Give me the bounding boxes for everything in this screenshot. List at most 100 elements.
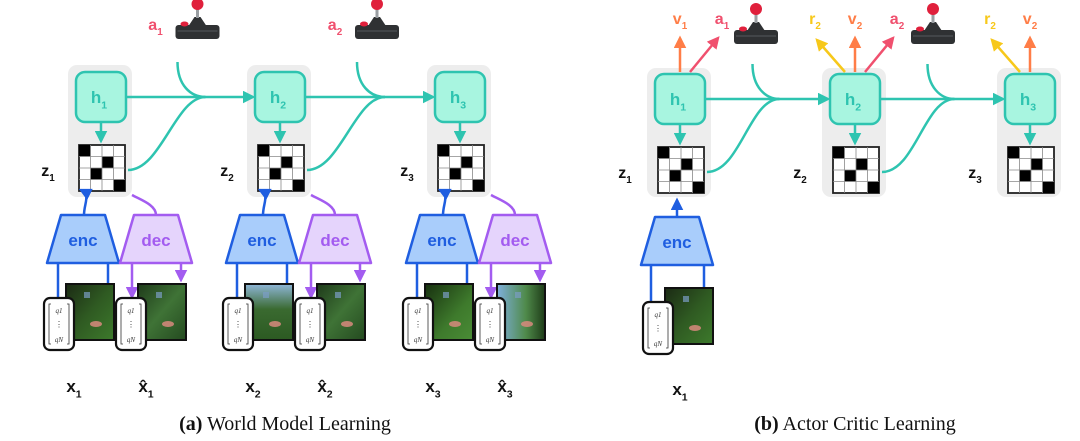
vector-dots: ⋮ xyxy=(234,320,242,329)
z-label-3-main: z xyxy=(400,163,408,180)
image-detail xyxy=(156,292,162,298)
value-label-main: v xyxy=(1023,11,1032,28)
x-label-2: x2 xyxy=(245,377,260,400)
h-state-2-label-sub: 2 xyxy=(280,99,286,111)
action-label-main: a xyxy=(715,11,724,28)
h-state-3-label-main: h xyxy=(450,88,460,107)
caption-a: (a) World Model Learning xyxy=(179,413,391,435)
joystick-button xyxy=(360,21,368,27)
grid-cell-filled xyxy=(833,147,845,159)
z-to-dec-line xyxy=(490,193,517,216)
grid-cell-filled xyxy=(461,156,473,168)
h-state-b-1-label: h1 xyxy=(670,90,686,113)
bracket-left xyxy=(479,303,482,345)
caption-b: (b) Actor Critic Learning xyxy=(754,413,956,435)
enc-to-z-arrow xyxy=(78,188,93,216)
reward-label: r2 xyxy=(809,11,821,32)
value-label-sub: 2 xyxy=(1032,21,1038,32)
z-label-3-sub: 3 xyxy=(408,173,414,184)
h-state-b-2-label: h2 xyxy=(845,90,861,113)
grid-cell-filled xyxy=(867,181,879,193)
vector-bottom: qN xyxy=(486,336,495,344)
reward-label-main: r xyxy=(984,11,990,28)
grid-cell-filled xyxy=(258,145,270,157)
value-label: v2 xyxy=(848,11,863,32)
h-state-2-label-main: h xyxy=(270,88,280,107)
image-detail xyxy=(449,321,461,327)
action-merge-curve xyxy=(355,61,386,99)
z-label-1-main: z xyxy=(41,163,49,180)
h-state-b-1-box xyxy=(653,72,707,126)
action-merge-curve xyxy=(926,63,955,101)
h-state-3-label-sub: 3 xyxy=(460,99,466,111)
x-label-1-main: x xyxy=(66,377,76,396)
h-state-b-3-box xyxy=(1003,72,1057,126)
enc-to-z-arrow xyxy=(437,188,452,216)
vector-card xyxy=(401,296,435,352)
joystick-base xyxy=(734,30,778,44)
x-label-1-sub: 1 xyxy=(76,388,82,400)
stochastic-merge-curve xyxy=(706,97,780,174)
z-to-dec-line xyxy=(131,193,158,216)
value-label-main: v xyxy=(848,11,857,28)
h-state-b-2-label-main: h xyxy=(845,90,855,109)
image-detail xyxy=(689,325,701,331)
reconstruction-xhat-3: q1⋮qN xyxy=(473,283,546,352)
joystick-base xyxy=(175,25,220,39)
vector-card xyxy=(473,296,507,352)
caption-b-tag: (b) xyxy=(754,413,778,435)
vector-card xyxy=(221,296,255,352)
xhat-label-2-sub: 2 xyxy=(327,388,333,400)
action-merge-curve xyxy=(176,61,206,99)
image-detail xyxy=(269,321,281,327)
bracket-right xyxy=(67,303,70,345)
image-detail xyxy=(521,321,533,327)
z-grid-1 xyxy=(78,144,126,192)
bracket-left xyxy=(120,303,123,345)
value-label: v1 xyxy=(673,11,688,32)
h-state-b-2-label-sub: 2 xyxy=(855,101,861,113)
xhat-label-2: x̂2 xyxy=(317,377,332,400)
z-grid-2 xyxy=(257,144,305,192)
h-state-1-box xyxy=(74,70,128,124)
vector-top: q1 xyxy=(307,307,314,315)
joystick-icon xyxy=(911,3,955,44)
bracket-left xyxy=(227,303,230,345)
action-label-2: a2 xyxy=(328,17,343,38)
decoder-label: dec xyxy=(320,231,349,250)
vector-card xyxy=(293,296,327,352)
z-label-2: z2 xyxy=(220,163,234,184)
z-grid-3 xyxy=(437,144,485,192)
vector-bottom: qN xyxy=(55,336,64,344)
h-state-1-label-main: h xyxy=(91,88,101,107)
joystick-neck xyxy=(747,22,765,31)
image-detail xyxy=(162,321,174,327)
encoder-b-label: enc xyxy=(662,233,691,252)
image-detail xyxy=(90,321,102,327)
action-output-arrow xyxy=(689,36,720,73)
reconstruction-xhat-2: q1⋮qN xyxy=(293,283,366,352)
h-state-3-label: h3 xyxy=(450,88,466,111)
caption-b-text: Actor Critic Learning xyxy=(779,413,956,435)
vector-bottom: qN xyxy=(654,340,663,348)
action-label-2-sub: 2 xyxy=(337,27,343,38)
xhat-label-2-main: x̂ xyxy=(317,377,327,396)
stochastic-merge-curve xyxy=(881,97,955,174)
z-grid-b-3 xyxy=(1007,146,1055,194)
z-label-1-sub: 1 xyxy=(49,173,55,184)
action-label-1: a1 xyxy=(148,17,163,38)
x-label-b: x1 xyxy=(672,380,687,403)
vector-bottom: qN xyxy=(234,336,243,344)
z-label-b-2-sub: 2 xyxy=(801,175,807,186)
vector-top: q1 xyxy=(128,307,135,315)
reward-output-arrow xyxy=(815,38,846,73)
h-state-3-box xyxy=(433,70,487,124)
h-state-b-2-box xyxy=(828,72,882,126)
grid-cell-filled xyxy=(281,156,293,168)
bracket-right xyxy=(426,303,429,345)
image-detail xyxy=(263,292,269,298)
reward-label-main: r xyxy=(809,11,815,28)
joystick-ball xyxy=(191,0,204,10)
image-detail xyxy=(443,292,449,298)
reward-label-sub: 2 xyxy=(990,21,996,32)
